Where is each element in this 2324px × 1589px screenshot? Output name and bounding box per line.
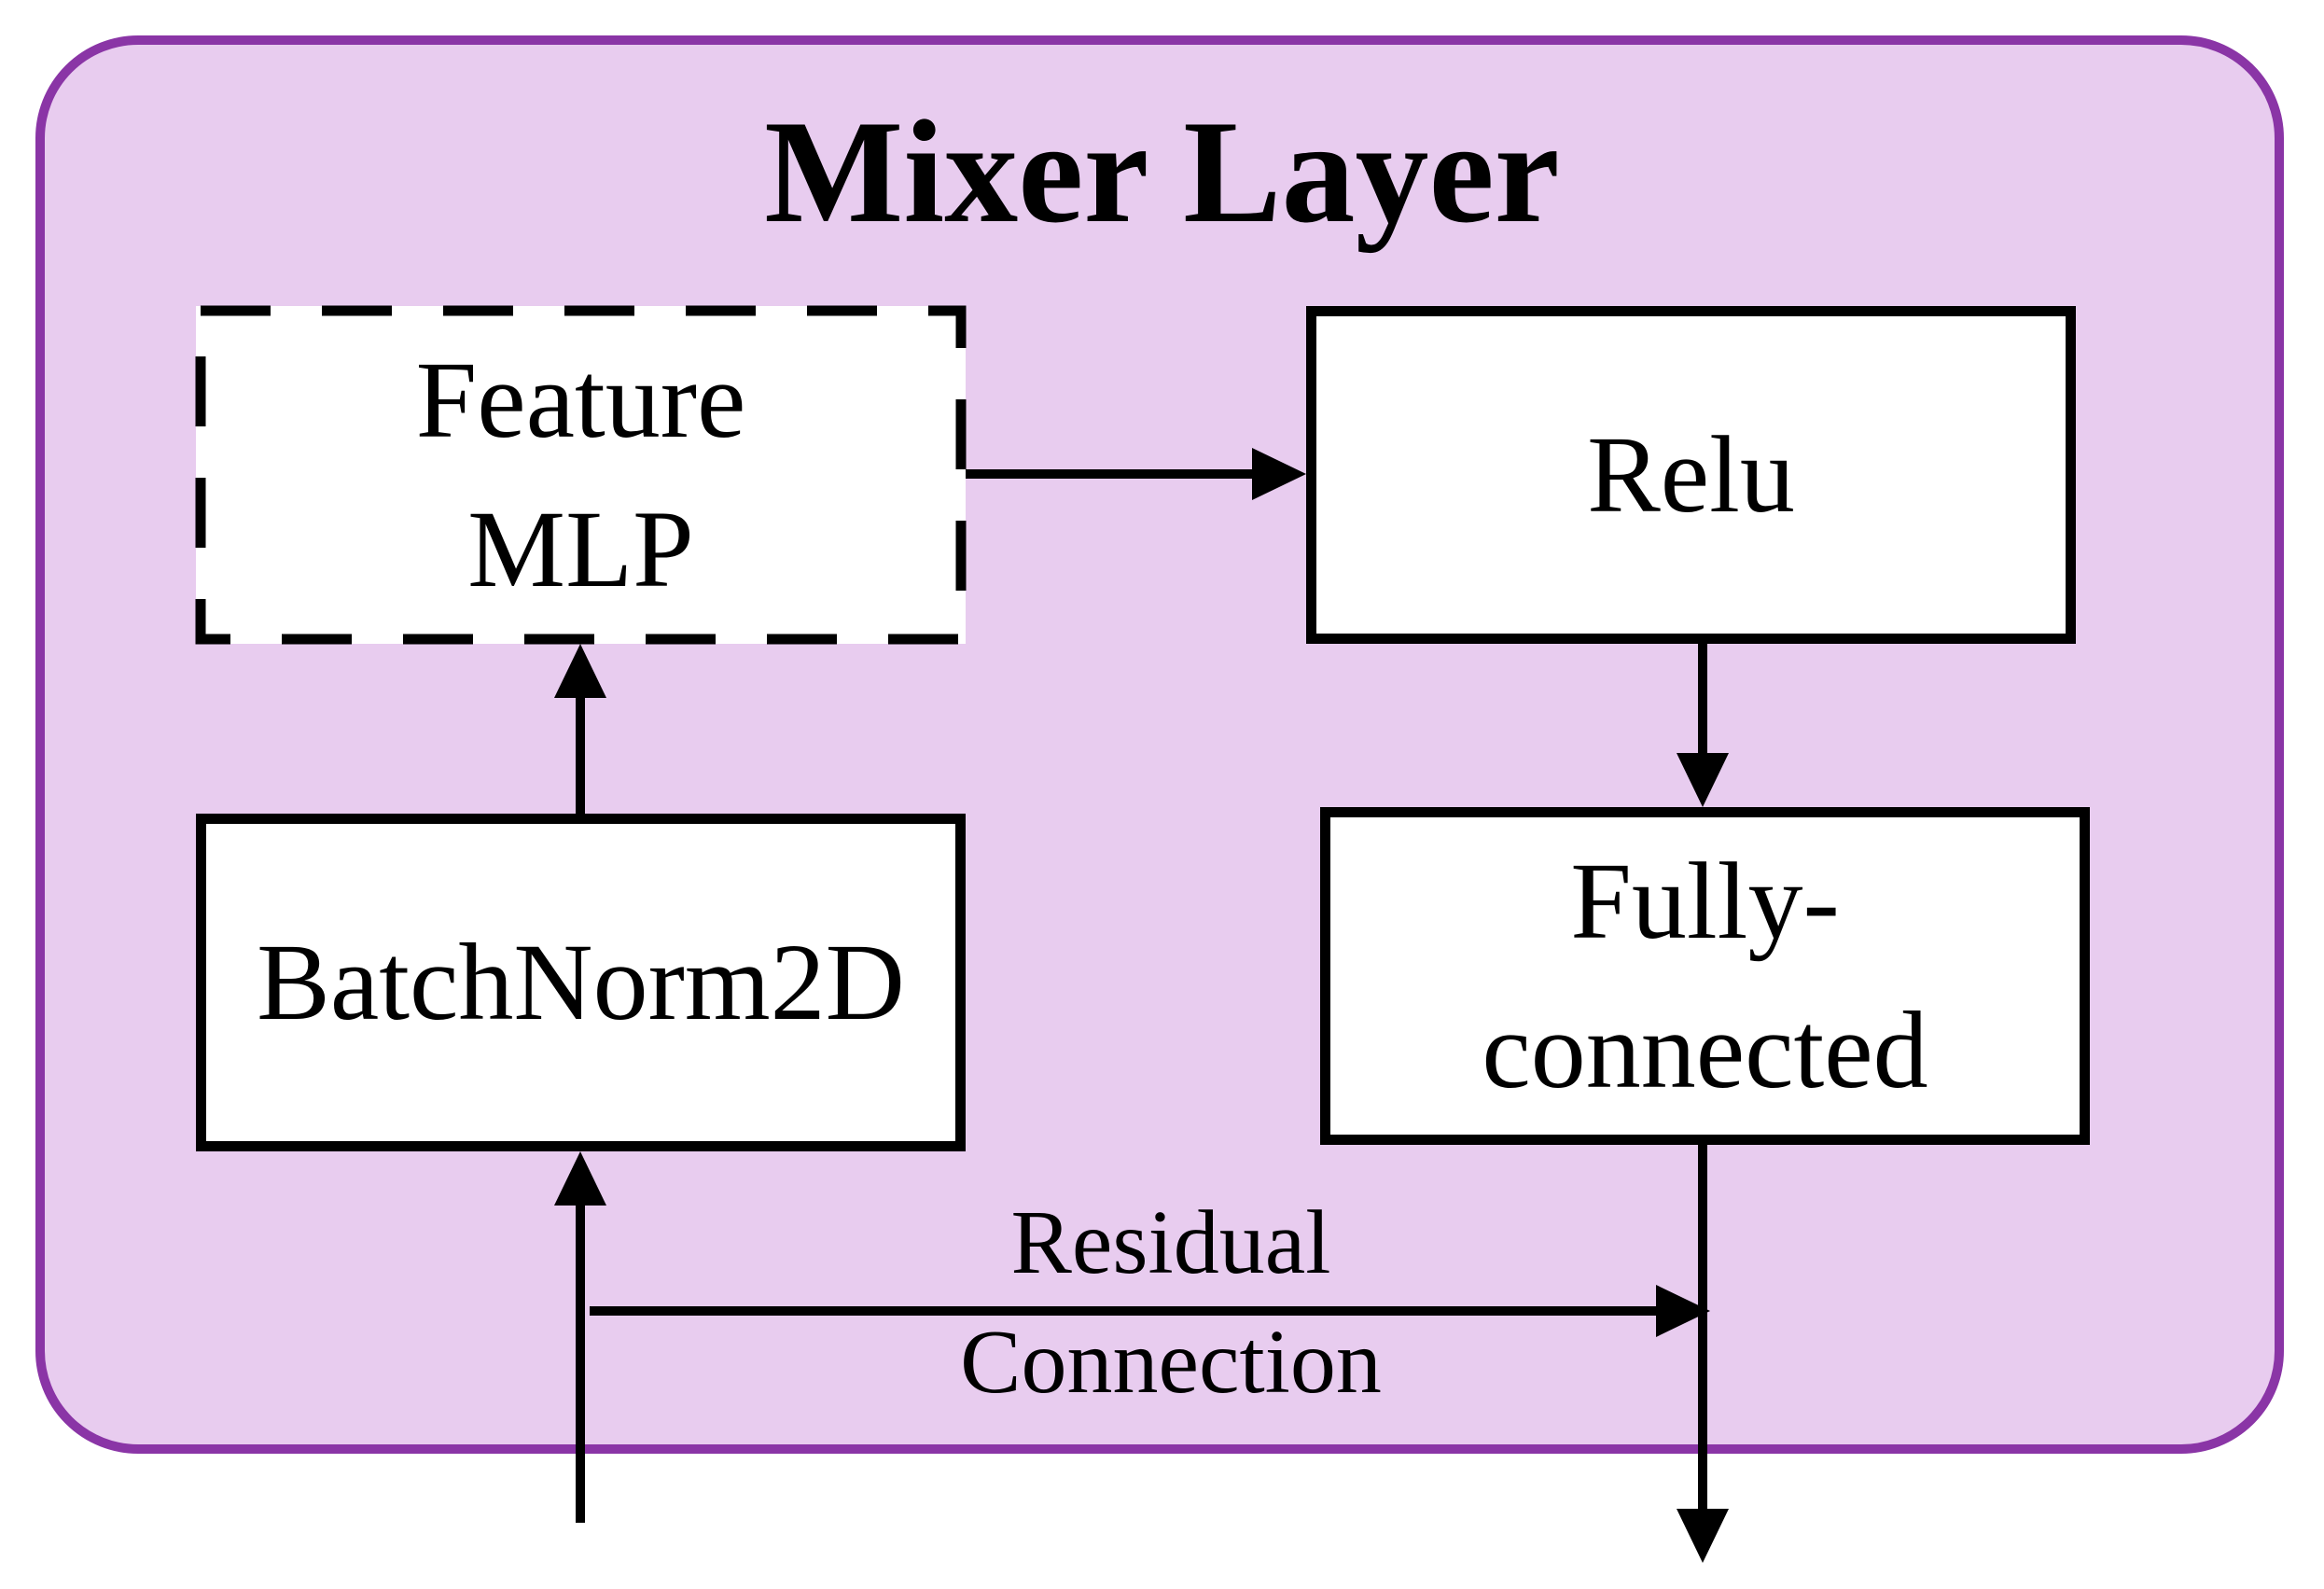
residual-label-line1: Residual [1010, 1192, 1331, 1293]
residual-connection-label: Residual Connection [891, 1183, 1451, 1422]
diagram-title: Mixer Layer [764, 91, 1560, 254]
fully-connected-label-line1: Fully- [1570, 840, 1840, 962]
feature-mlp-label-line2: MLP [467, 488, 694, 610]
arrow-fully-connected-to-output [1677, 1145, 1729, 1563]
feature-mlp-box: Feature MLP [196, 306, 966, 644]
mixer-layer-frame [35, 35, 2284, 1454]
relu-label: Relu [1587, 413, 1795, 536]
arrow-residual-connection [590, 1285, 1710, 1337]
batchnorm-label: BatchNorm2D [257, 921, 905, 1043]
arrow-relu-to-fully-connected [1677, 644, 1729, 807]
feature-mlp-label-line1: Feature [415, 339, 746, 461]
arrow-input-to-batchnorm [554, 1151, 606, 1523]
fully-connected-label-line2: connected [1482, 989, 1928, 1111]
arrow-batchnorm-to-feature-mlp [554, 644, 606, 814]
batchnorm-box: BatchNorm2D [196, 814, 966, 1151]
residual-label-line2: Connection [960, 1312, 1382, 1413]
fully-connected-box: Fully- connected [1320, 807, 2090, 1145]
relu-box: Relu [1306, 306, 2076, 644]
feature-mlp-dashed-outline [195, 305, 967, 645]
arrow-feature-mlp-to-relu [966, 448, 1306, 500]
